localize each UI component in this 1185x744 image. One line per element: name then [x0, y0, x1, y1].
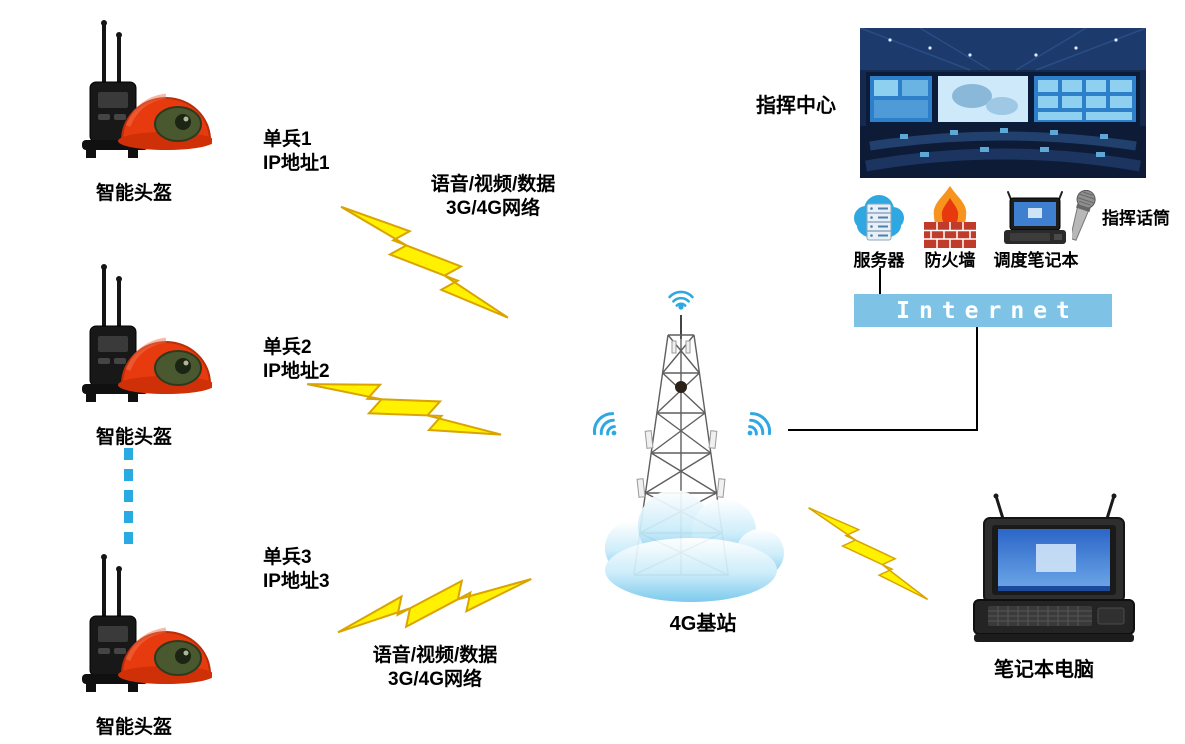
soldier-3-name: 单兵3 [263, 547, 312, 568]
smart-helmet-3-icon [82, 554, 212, 692]
antenna-icon [101, 20, 122, 86]
soldier-3-label: 单兵3 IP地址3 [263, 546, 330, 594]
dispatch-laptop-label: 调度笔记本 [993, 251, 1079, 270]
lightning-link-soldier3-icon [337, 578, 532, 634]
internet-bar: Internet [854, 294, 1112, 327]
soldier-3-ip: IP地址3 [263, 571, 330, 592]
lightning-link-soldier2-icon [306, 383, 502, 436]
lightning-link-laptop-icon [808, 507, 929, 601]
soldier-1-label: 单兵1 IP地址1 [263, 128, 330, 176]
tower-beacon [675, 381, 687, 393]
antenna-icon [101, 554, 122, 620]
link-note-top-line1: 语音/视频/数据 [430, 174, 556, 195]
dispatch-laptop-icon [1004, 191, 1066, 244]
server-label: 服务器 [853, 251, 905, 270]
laptop-icon [973, 493, 1135, 642]
link-note-top-line2: 3G/4G网络 [446, 198, 540, 219]
soldier-2-label: 单兵2 IP地址2 [263, 336, 330, 384]
link-note-bottom: 语音/视频/数据 3G/4G网络 [340, 644, 530, 692]
link-note-bottom-line1: 语音/视频/数据 [372, 645, 498, 666]
microphone-label: 指挥话筒 [1102, 209, 1170, 228]
command-center-photo [860, 28, 1146, 178]
connector-server-internet [879, 268, 881, 294]
internet-label: Internet [896, 297, 1079, 324]
smart-helmet-1-icon [82, 20, 212, 158]
command-center-label: 指挥中心 [756, 95, 836, 117]
laptop-label: 笔记本电脑 [994, 659, 1094, 681]
wifi-top-icon [668, 290, 694, 307]
link-note-top: 语音/视频/数据 3G/4G网络 [398, 173, 588, 221]
smart-helmet-3-label: 智能头盔 [96, 717, 173, 738]
tower-antenna-panels [636, 340, 726, 498]
firewall-icon [924, 186, 976, 248]
smart-helmet-2-label: 智能头盔 [96, 427, 173, 448]
wifi-right-icon [747, 412, 772, 436]
soldier-2-ip: IP地址2 [263, 361, 330, 382]
cloud-icon [605, 490, 784, 602]
microphone-icon [1072, 190, 1096, 241]
firewall-label: 防火墙 [924, 251, 976, 270]
smart-helmet-1-label: 智能头盔 [96, 183, 173, 204]
lightning-link-soldier1-icon [340, 205, 509, 319]
soldier-2-name: 单兵2 [263, 337, 312, 358]
soldier-1-name: 单兵1 [263, 129, 312, 150]
server-icon [854, 195, 904, 241]
antenna-icon [101, 264, 122, 330]
base-station-tower-icon [592, 290, 784, 602]
wifi-left-icon [592, 412, 617, 436]
base-station-label: 4G基站 [669, 613, 737, 635]
link-note-bottom-line2: 3G/4G网络 [388, 669, 482, 690]
dashed-continuation-line [124, 448, 133, 548]
connector-internet-vertical [976, 327, 978, 431]
soldier-1-ip: IP地址1 [263, 153, 330, 174]
connector-internet-basestation [788, 429, 978, 431]
smart-helmet-2-icon [82, 264, 212, 402]
